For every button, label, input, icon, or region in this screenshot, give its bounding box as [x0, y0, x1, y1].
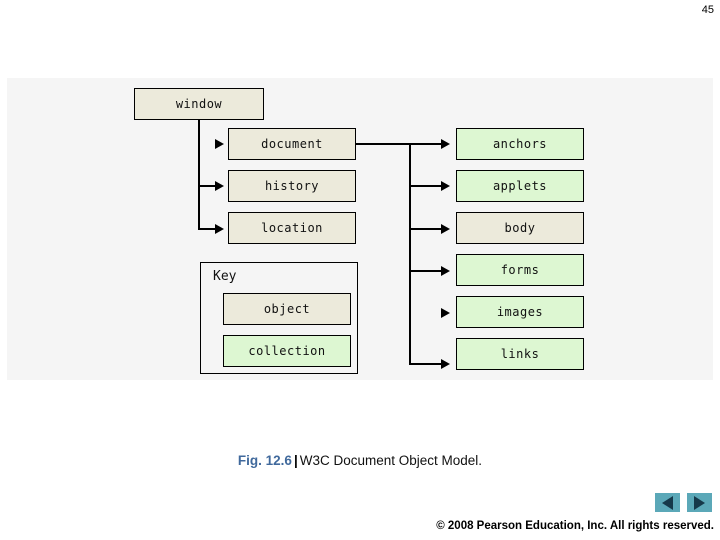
figure-number: Fig. 12.6	[237, 453, 292, 468]
triangle-left-icon	[662, 495, 673, 510]
key-entry-object-label: object	[263, 302, 311, 316]
node-history-label: history	[264, 179, 320, 193]
node-location: location	[228, 212, 356, 244]
node-anchors-label: anchors	[492, 137, 548, 151]
key-entry-collection-label: collection	[248, 344, 326, 358]
key-entry-object: object	[223, 293, 351, 325]
node-images: images	[456, 296, 584, 328]
figure-panel: window document history location anchors…	[7, 78, 713, 380]
connector-document-links	[409, 363, 441, 365]
arrow-document-links	[441, 359, 450, 369]
connector-document-applets	[409, 185, 441, 187]
node-document: document	[228, 128, 356, 160]
connector-window-location	[198, 228, 218, 230]
caption-separator: |	[293, 453, 298, 468]
arrow-document-anchors	[441, 139, 450, 149]
arrow-document-body	[441, 224, 450, 234]
slide-navigation	[655, 493, 712, 512]
node-window: window	[134, 88, 264, 120]
arrow-window-history	[215, 181, 224, 191]
node-anchors: anchors	[456, 128, 584, 160]
page-number: 45	[701, 4, 714, 16]
node-window-label: window	[175, 97, 223, 111]
node-applets-label: applets	[492, 179, 548, 193]
connector-window-trunk	[198, 120, 200, 230]
node-history: history	[228, 170, 356, 202]
node-body-label: body	[504, 221, 536, 235]
arrow-document-images	[441, 308, 450, 318]
node-location-label: location	[261, 221, 323, 235]
connector-document-anchors	[356, 143, 441, 145]
next-slide-button[interactable]	[687, 493, 712, 512]
arrow-document-applets	[441, 181, 450, 191]
node-forms-label: forms	[500, 263, 540, 277]
copyright-notice: © 2008 Pearson Education, Inc. All right…	[436, 520, 714, 532]
key-legend: Key object collection	[200, 262, 358, 374]
key-entry-collection: collection	[223, 335, 351, 367]
connector-document-forms	[409, 270, 441, 272]
figure-caption: Fig. 12.6|W3C Document Object Model.	[0, 453, 720, 468]
connector-right-trunk	[409, 143, 411, 365]
node-links: links	[456, 338, 584, 370]
key-title: Key	[213, 269, 237, 284]
node-links-label: links	[500, 347, 540, 361]
node-body: body	[456, 212, 584, 244]
node-applets: applets	[456, 170, 584, 202]
caption-text: W3C Document Object Model.	[299, 453, 483, 468]
connector-document-body	[409, 228, 441, 230]
node-document-label: document	[261, 137, 323, 151]
arrow-window-document	[215, 139, 224, 149]
triangle-right-icon	[694, 495, 705, 510]
node-images-label: images	[496, 305, 544, 319]
node-forms: forms	[456, 254, 584, 286]
connector-window-history	[198, 185, 218, 187]
arrow-window-location	[215, 224, 224, 234]
arrow-document-forms	[441, 266, 450, 276]
previous-slide-button[interactable]	[655, 493, 680, 512]
